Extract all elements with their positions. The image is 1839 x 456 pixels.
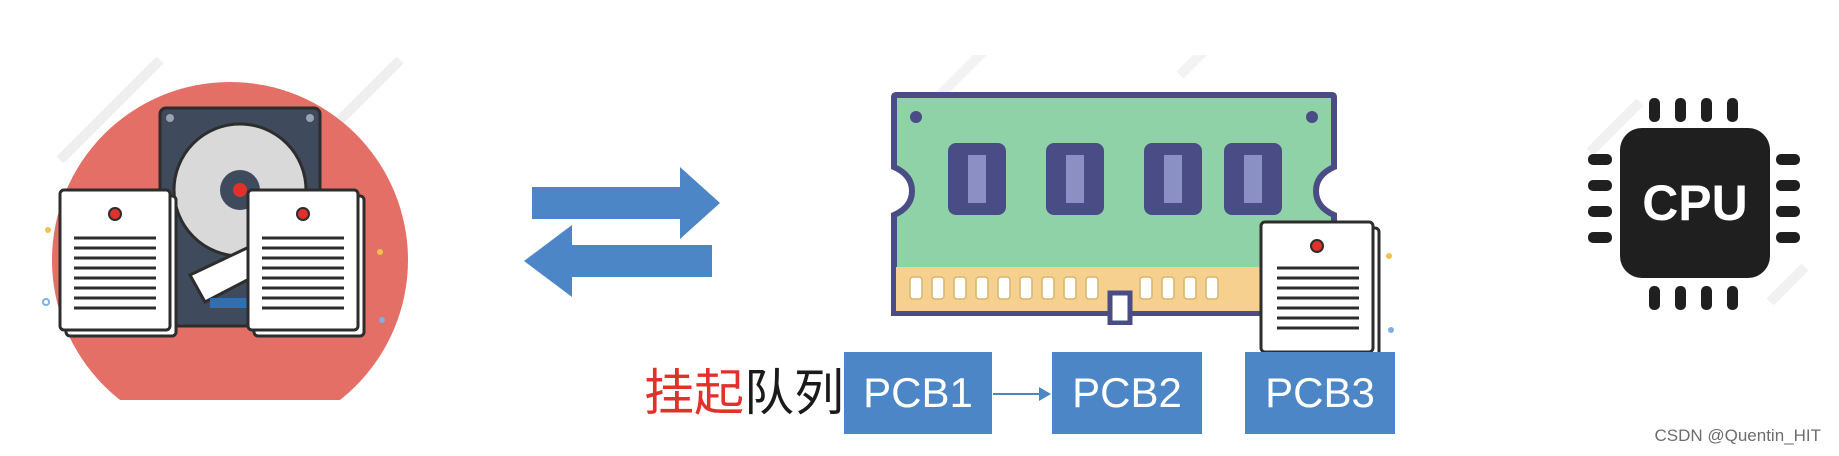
pcb-box-1: PCB1: [844, 352, 992, 434]
arrow-right-icon: [532, 167, 720, 239]
queue-label: 队列: [744, 364, 844, 422]
document-icon: [1259, 220, 1394, 360]
suspend-label-highlight: 挂起: [644, 364, 744, 422]
hard-disk-icon: [42, 56, 408, 400]
pcb-box-2: PCB2: [1052, 352, 1202, 434]
watermark-text: CSDN @Quentin_HIT: [1654, 426, 1821, 445]
arrow-left-icon: [524, 225, 712, 297]
swap-arrows-icon: [524, 167, 720, 297]
pcb-box-3: PCB3: [1245, 352, 1395, 434]
arrow-right-icon: [993, 387, 1051, 401]
cpu-chip-icon: CPU: [1586, 98, 1809, 310]
suspend-queue-label: 挂起队列: [644, 363, 844, 423]
pcb-label-3: PCB3: [1265, 369, 1375, 416]
memory-ram-icon: [891, 55, 1337, 325]
pcb-label-2: PCB2: [1072, 369, 1182, 416]
pcb-label-1: PCB1: [863, 369, 973, 416]
cpu-label: CPU: [1642, 175, 1748, 231]
